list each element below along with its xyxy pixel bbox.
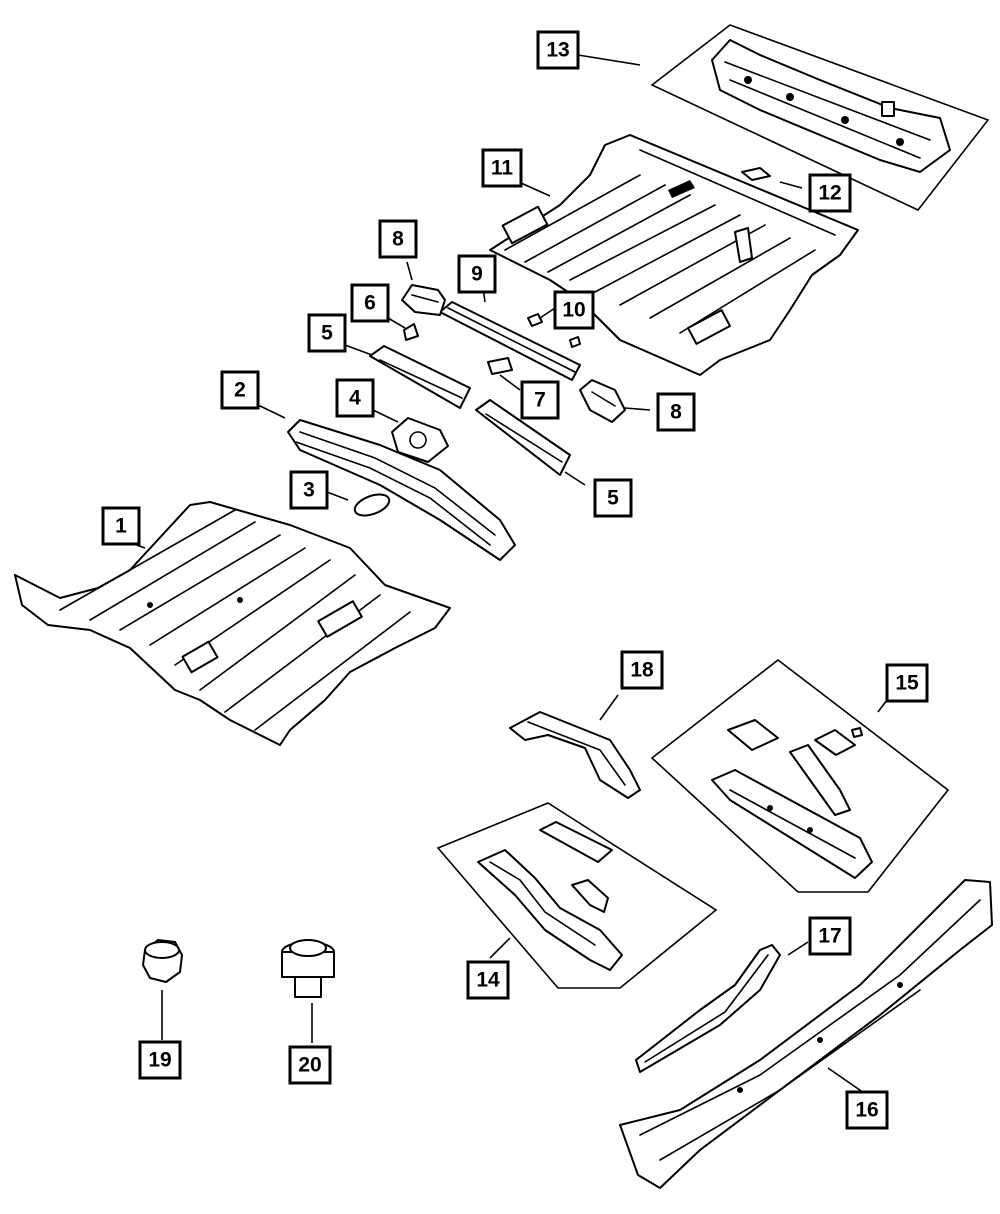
svg-text:14: 14 — [476, 969, 500, 992]
svg-text:15: 15 — [895, 672, 919, 695]
part-2-tunnel-reinforcement — [287, 419, 516, 561]
svg-text:20: 20 — [298, 1054, 321, 1077]
callout-4: 4 — [335, 378, 375, 418]
part-12-bracket — [741, 167, 771, 181]
part-16-sill — [619, 879, 993, 1189]
group-outline-14 — [436, 802, 718, 989]
callout-5-lower: 5 — [593, 478, 633, 518]
svg-text:18: 18 — [630, 659, 654, 682]
part-5-crossmember-upper — [369, 345, 471, 409]
part-1-front-floor-pan — [14, 501, 451, 746]
callout-14: 14 — [466, 960, 510, 1000]
part-11-rear-floor-pan — [489, 134, 859, 376]
callout-6: 6 — [350, 283, 390, 323]
callout-20: 20 — [288, 1045, 332, 1085]
svg-text:9: 9 — [471, 263, 483, 286]
svg-text:3: 3 — [303, 479, 315, 502]
svg-text:5: 5 — [321, 322, 333, 345]
part-9-crossmember — [439, 301, 581, 381]
part-10-clip — [527, 313, 581, 348]
svg-text:5: 5 — [607, 487, 619, 510]
group-outline-15 — [650, 658, 950, 893]
svg-text:17: 17 — [818, 925, 841, 948]
part-8-bracket-lower — [579, 379, 626, 423]
callout-1: 1 — [101, 506, 141, 546]
svg-text:1: 1 — [115, 515, 127, 538]
callout-12: 12 — [808, 173, 852, 213]
part-3-pad — [353, 493, 391, 517]
part-5-crossmember-lower — [475, 399, 571, 476]
svg-text:8: 8 — [392, 228, 404, 251]
svg-text:8: 8 — [670, 401, 682, 424]
part-8-bracket-upper — [401, 284, 446, 316]
part-19-nut — [142, 939, 183, 983]
callout-8-lower: 8 — [656, 392, 696, 432]
callout-8-upper: 8 — [378, 219, 418, 259]
svg-text:7: 7 — [534, 389, 546, 412]
callout-5-upper: 5 — [307, 313, 347, 353]
part-18-crossmember — [509, 711, 641, 799]
callout-10: 10 — [553, 290, 595, 330]
group-outline-13 — [650, 24, 990, 211]
callout-3: 3 — [289, 470, 329, 510]
part-15-assembly — [711, 719, 873, 879]
callout-11: 11 — [481, 148, 523, 188]
svg-text:12: 12 — [818, 182, 841, 205]
part-6-bracket — [403, 323, 419, 341]
svg-text:10: 10 — [562, 299, 585, 322]
callout-13: 13 — [536, 30, 580, 70]
part-17-rail — [635, 944, 781, 1073]
svg-text:11: 11 — [491, 157, 514, 180]
svg-text:6: 6 — [364, 292, 376, 315]
part-14-assembly — [477, 821, 623, 971]
callout-7: 7 — [520, 380, 560, 420]
svg-text:16: 16 — [855, 1099, 878, 1122]
svg-text:2: 2 — [234, 379, 246, 402]
callout-19: 19 — [138, 1040, 182, 1080]
callout-9: 9 — [457, 254, 497, 294]
callout-15: 15 — [885, 663, 929, 703]
callout-16: 16 — [845, 1090, 889, 1130]
part-13-rear-crossmember — [711, 39, 951, 173]
callout-18: 18 — [620, 650, 664, 690]
svg-text:4: 4 — [349, 387, 361, 410]
callout-2: 2 — [220, 370, 260, 410]
part-7-plate — [487, 357, 513, 375]
part-20-plug — [281, 939, 335, 998]
svg-text:13: 13 — [546, 39, 569, 62]
svg-text:19: 19 — [148, 1049, 171, 1072]
callout-17: 17 — [808, 916, 852, 956]
